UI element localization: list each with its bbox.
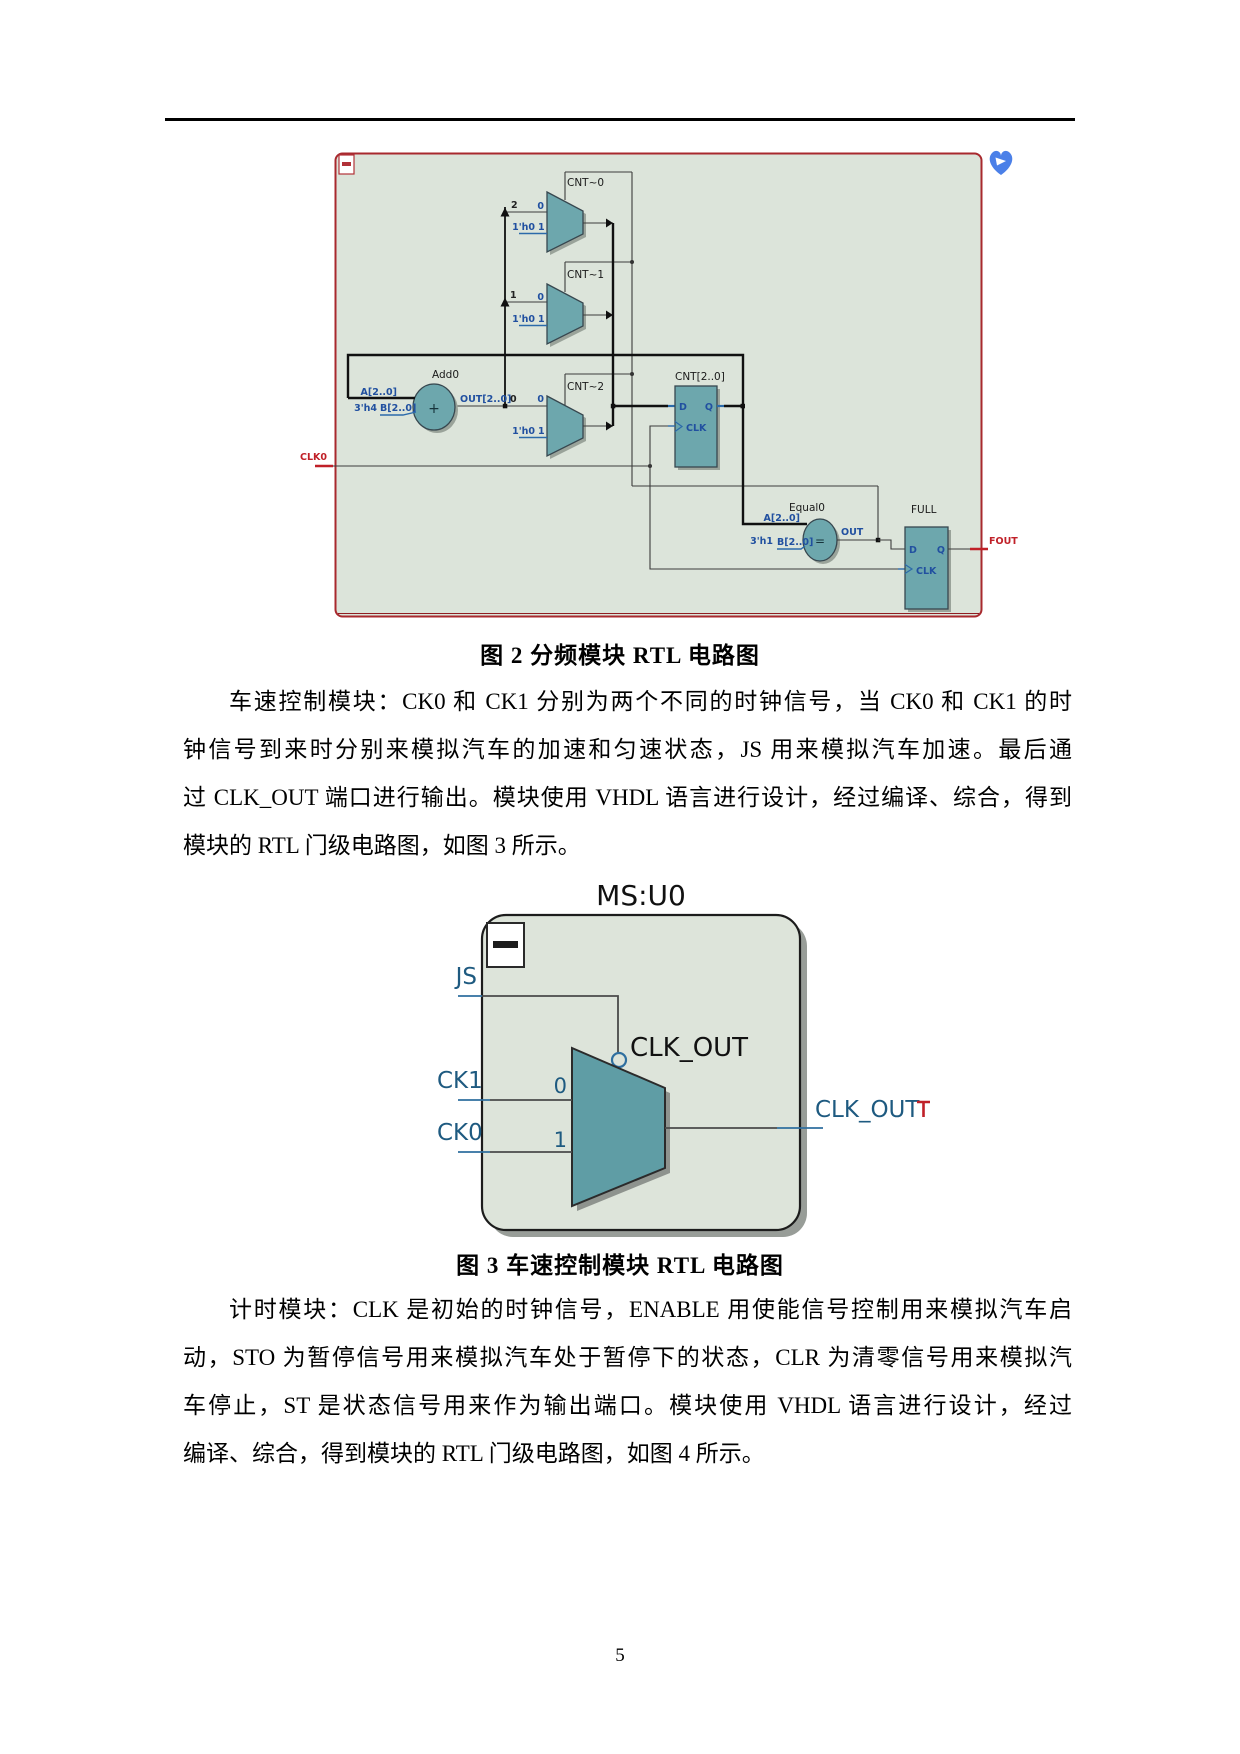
equal-op: = — [815, 534, 825, 548]
register-d: D — [679, 402, 687, 413]
blue-marker-icon — [989, 150, 1013, 175]
text-line: 模块的 RTL 门级电路图，如图 3 所示。 — [183, 833, 581, 858]
bit-index-2: 2 — [511, 200, 518, 211]
mux-cnt2: CNT~2 0 1'h0 1 — [512, 381, 613, 459]
text-line: 过 CLK_OUT 端口进行输出。模块使用 VHDL 语言进行设计，经过编译、综… — [183, 785, 1072, 810]
figure2-caption: 图 3 车速控制模块 RTL 电路图 — [456, 1253, 784, 1278]
comparator-equal0: = Equal0 A[2..0] 3'h1 B[2..0] OUT — [750, 502, 905, 564]
adder-add0: + Add0 A[2..0] 3'h4 B[2..0] OUT[2..0] — [354, 369, 511, 433]
equal-label: Equal0 — [789, 502, 825, 514]
schematic-canvas — [334, 152, 983, 618]
port-marker — [917, 1100, 930, 1117]
bit-index-1: 1 — [510, 290, 517, 301]
clk0-port-label: CLK0 — [300, 452, 327, 463]
junction-arrow — [606, 310, 613, 320]
mux-cnt1: CNT~1 0 1'h0 1 — [512, 269, 613, 347]
equal-a-label: A[2..0] — [764, 513, 800, 524]
junction-arrow — [606, 218, 613, 228]
register-clk: CLK — [686, 423, 707, 434]
adder-a-label: A[2..0] — [361, 387, 397, 398]
output-clkout-label: CLK_OUT — [815, 1097, 920, 1123]
mux-in0-label: 0 — [537, 394, 544, 405]
mux-cnt0-label: CNT~0 — [567, 177, 604, 189]
select-bubble — [610, 1051, 628, 1069]
paragraph-timer: 计时模块：CLK 是初始的时钟信号，ENABLE 用使能信号控制用来模拟汽车启 … — [183, 1286, 1072, 1478]
clk-edge-icon — [674, 421, 684, 432]
module-title: MS:U0 — [596, 879, 686, 912]
input-js-label: JS — [454, 964, 477, 990]
adder-output-bus — [455, 207, 547, 409]
mux-in1-label: 1 — [538, 314, 545, 325]
figure-rtl-speed-control: MS:U0 JS CLK_OUT 0 1 CK1 CK0 CLK_OUT — [437, 879, 930, 1237]
input-ck0-label: CK0 — [437, 1120, 483, 1146]
figure-rtl-divider: 2 1 0 CNT~0 0 1'h0 1 CNT~1 0 1'h0 1 — [300, 152, 1018, 618]
mux-in0-label: 0 — [537, 201, 544, 212]
collapse-icon — [338, 154, 355, 175]
full-label: FULL — [911, 504, 937, 516]
mux-cnt1-label: CNT~1 — [567, 269, 604, 281]
clk-edge-icon — [904, 563, 914, 575]
paragraph-speed-control: 车速控制模块：CK0 和 CK1 分别为两个不同的时钟信号，当 CK0 和 CK… — [183, 678, 1072, 870]
text-line: 计时模块：CLK 是初始的时钟信号，ENABLE 用使能信号控制用来模拟汽车启 — [229, 1297, 1072, 1322]
register-label: CNT[2..0] — [675, 371, 725, 383]
select-net-wires — [564, 171, 879, 540]
bit-index-0: 0 — [510, 394, 517, 405]
adder-op: + — [428, 401, 440, 417]
mux-cnt2-label: CNT~2 — [567, 381, 604, 393]
register-cnt: CNT[2..0] D Q CLK — [674, 371, 745, 470]
adder-const: 3'h4 — [354, 403, 377, 414]
junction-square — [502, 403, 508, 409]
mux-inner-label: CLK_OUT — [630, 1033, 748, 1063]
junction-arrow — [606, 421, 613, 431]
clk0-net: CLK0 — [300, 425, 905, 570]
const-1h0: 1'h0 — [512, 314, 535, 325]
junction-dot — [630, 260, 634, 264]
const-1h0: 1'h0 — [512, 426, 535, 437]
mux-in0-label: 0 — [554, 1074, 567, 1098]
text-line: 钟信号到来时分别来模拟汽车的加速和匀速状态，JS 用来模拟汽车加速。最后通 — [183, 737, 1072, 762]
wire — [482, 995, 619, 1053]
mux-in0-label: 0 — [537, 292, 544, 303]
text-line: 动，STO 为暂停信号用来模拟汽车处于暂停下的状态，CLR 为清零信号用来模拟汽 — [183, 1345, 1072, 1370]
mux-body — [571, 1046, 666, 1208]
input-ck1-label: CK1 — [437, 1068, 483, 1094]
equal-const: 3'h1 — [750, 536, 773, 547]
mux-cnt0: CNT~0 0 1'h0 1 — [512, 177, 613, 255]
collapse-icon — [486, 922, 525, 968]
junction-arrow — [500, 297, 510, 307]
full-d: D — [909, 545, 917, 556]
junction-arrow — [500, 207, 510, 217]
equal-b-label: B[2..0] — [777, 537, 813, 548]
full-clk: CLK — [916, 566, 937, 577]
full-q: Q — [937, 545, 945, 556]
mux-in1-label: 1 — [554, 1128, 567, 1152]
adder-out-label: OUT[2..0] — [460, 394, 511, 405]
page-number: 5 — [615, 1645, 625, 1666]
fout-port-label: FOUT — [989, 536, 1018, 547]
const-1h0: 1'h0 — [512, 222, 535, 233]
text-line: 编译、综合，得到模块的 RTL 门级电路图，如图 4 所示。 — [183, 1441, 765, 1466]
equal-out-label: OUT — [841, 527, 864, 538]
mux-in1-label: 1 — [538, 426, 545, 437]
mux-in1-label: 1 — [538, 222, 545, 233]
junction-dot — [630, 372, 634, 376]
junction-square — [740, 403, 745, 409]
register-full: FULL D Q CLK FOUT — [904, 504, 1018, 612]
d-bus — [610, 223, 675, 426]
text-line: 车停止，ST 是状态信号用来作为输出端口。模块使用 VHDL 语言进行设计，经过 — [183, 1393, 1072, 1418]
adder-b-label: B[2..0] — [380, 403, 416, 414]
text-line: 车速控制模块：CK0 和 CK1 分别为两个不同的时钟信号，当 CK0 和 CK… — [229, 689, 1072, 714]
register-q: Q — [705, 402, 713, 413]
adder-label: Add0 — [432, 369, 459, 381]
header-rule — [165, 118, 1075, 121]
figure1-caption: 图 2 分频模块 RTL 电路图 — [480, 643, 760, 668]
feedback-wires — [346, 353, 807, 526]
